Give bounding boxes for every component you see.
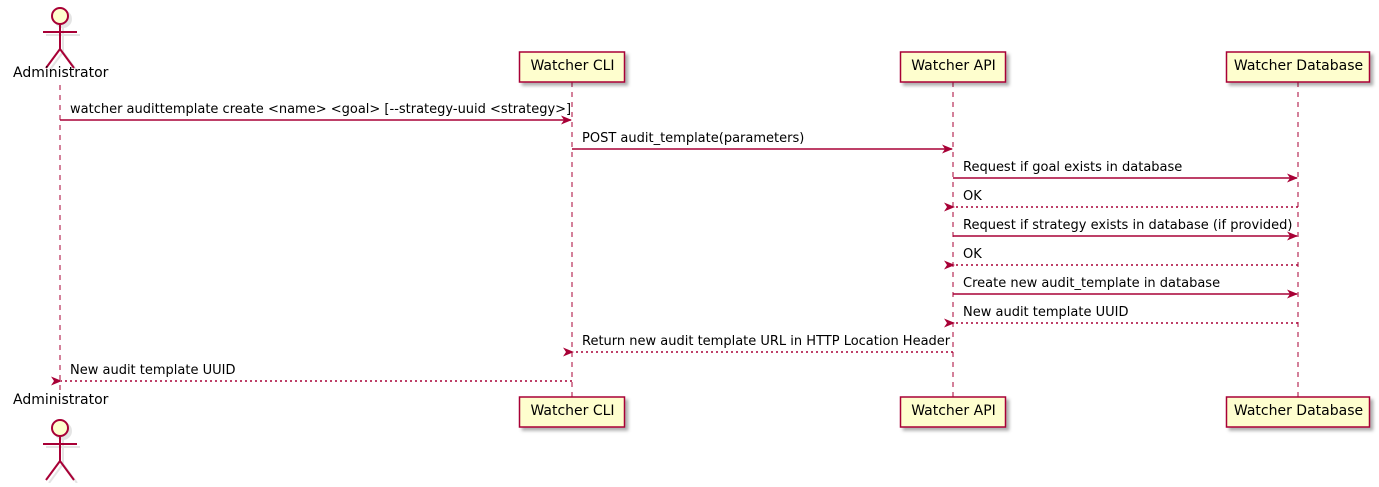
actor-head: [51, 419, 69, 437]
message-label-7: Create new audit_template in database: [963, 276, 1221, 291]
message-label-8: New audit template UUID: [963, 305, 1129, 320]
participant-box-watcher-cli-top: [518, 51, 626, 83]
actor-leg-left: [45, 48, 61, 69]
message-arrows-group: [51, 115, 1298, 386]
participant-box-watcher-database-top: [1225, 51, 1371, 83]
participant-box-watcher-cli-bottom: [518, 396, 626, 428]
participant-box-watcher-database-bottom: [1225, 396, 1371, 428]
message-label-3: Request if goal exists in database: [963, 160, 1183, 175]
actor-leg-right: [59, 460, 75, 481]
participant-label-watcher-cli-top: Watcher CLI: [530, 58, 615, 74]
participant-box-watcher-api-bottom: [899, 396, 1007, 428]
message-label-6: OK: [963, 247, 982, 262]
message-label-4: OK: [963, 189, 982, 204]
message-label-5: Request if strategy exists in database (…: [963, 218, 1293, 233]
actor-leg-left: [45, 460, 61, 481]
participant-box-watcher-api-top: [899, 51, 1007, 83]
actor-figure-administrator-top: [43, 7, 80, 72]
participant-label-watcher-api-bottom: Watcher API: [911, 403, 996, 419]
participant-label-watcher-cli-bottom: Watcher CLI: [530, 403, 615, 419]
actor-head: [51, 7, 69, 25]
actor-figure-administrator-bottom: [43, 419, 80, 484]
message-label-2: POST audit_template(parameters): [582, 131, 805, 146]
participant-label-watcher-database-top: Watcher Database: [1233, 58, 1364, 74]
message-label-10: New audit template UUID: [70, 363, 236, 378]
actor-leg-left: [48, 51, 64, 72]
actor-leg-left: [48, 463, 64, 484]
message-label-9: Return new audit template URL in HTTP Lo…: [582, 334, 951, 349]
participant-label-administrator-top: Administrator: [13, 65, 109, 81]
actor-figures-group: [43, 7, 80, 484]
participant-label-administrator-bottom: Administrator: [13, 392, 109, 408]
participant-label-watcher-api-top: Watcher API: [911, 58, 996, 74]
actor-leg-right: [59, 48, 75, 69]
participant-label-watcher-database-bottom: Watcher Database: [1233, 403, 1364, 419]
message-label-1: watcher audittemplate create <name> <goa…: [70, 102, 572, 117]
participant-boxes-group: [518, 51, 1371, 428]
lifelines-group: [59, 82, 1299, 397]
